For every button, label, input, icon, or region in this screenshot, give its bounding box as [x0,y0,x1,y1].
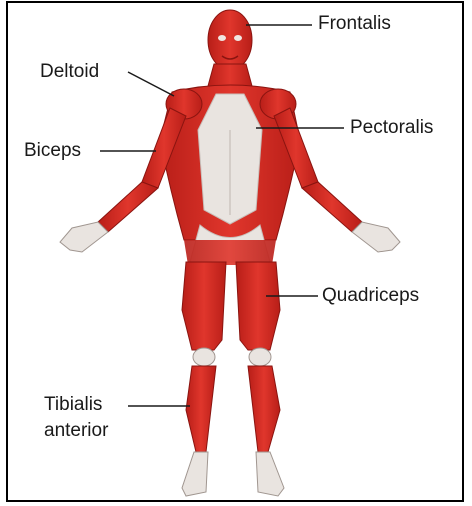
pectoralis-label: Pectoralis [350,118,433,138]
right-lower-leg [248,366,284,496]
biceps-label: Biceps [24,141,81,161]
right-thigh [236,262,280,366]
tibialis-label-line2: anterior [44,421,108,441]
left-arm [60,108,186,252]
head [208,10,252,70]
deltoid-leader [128,72,174,96]
frontalis-label: Frontalis [318,14,391,34]
quadriceps-label: Quadriceps [322,286,419,306]
left-thigh [182,262,226,366]
tibialis-anterior-label: Tibialis anterior [44,395,108,441]
neck [208,64,252,86]
deltoid-label: Deltoid [40,62,99,82]
tibialis-label-line1: Tibialis [44,395,108,415]
left-lower-leg [182,366,216,496]
